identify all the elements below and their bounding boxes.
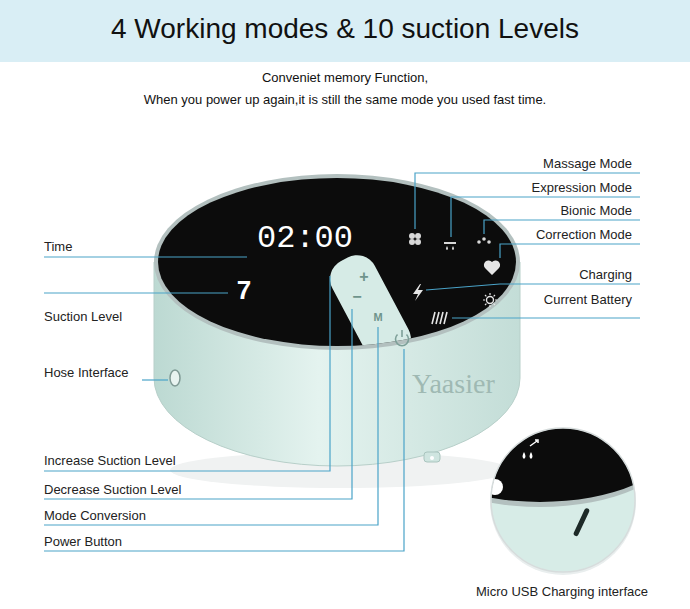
massage-icon (409, 239, 415, 245)
inset-icon (523, 452, 533, 459)
hanger-hole (430, 456, 434, 460)
usb-slot (573, 508, 590, 537)
brightness-icon (483, 293, 497, 307)
expression-icon (446, 246, 454, 250)
callout-label: Decrease Suction Level (44, 482, 181, 497)
brightness-icon (487, 297, 494, 304)
battery-icon (432, 312, 447, 324)
expression-icon (444, 242, 456, 244)
leader-line (44, 349, 404, 551)
note-text: When you power up again,it is still the … (144, 92, 546, 107)
callout-label: Correction Mode (536, 227, 632, 242)
leader-line (426, 284, 640, 290)
inset-outline (491, 428, 635, 572)
display-digits: 02:00 (257, 221, 353, 258)
callout-label: Mode Conversion (44, 508, 146, 523)
leader-line (44, 256, 247, 257)
callout-label: Current Battery (544, 292, 632, 307)
callout-label: Bionic Mode (560, 203, 632, 218)
bionic-icon (477, 240, 481, 244)
massage-icon (415, 239, 421, 245)
leader-line (44, 327, 378, 525)
callout-label: Massage Mode (543, 156, 632, 171)
note-text: Conveniet memory Function, (262, 70, 428, 85)
leader-line (44, 292, 228, 293)
top-face (158, 178, 516, 346)
button-symbol: M (373, 310, 382, 325)
top-rim (154, 174, 520, 350)
correction-icon (484, 260, 500, 275)
button-symbol: − (352, 288, 361, 306)
callout-label: Charging (579, 267, 632, 282)
callout-label: Time (44, 239, 72, 254)
brand-watermark: Yaasier (412, 368, 495, 400)
button-symbol: + (359, 268, 368, 286)
power-icon (401, 330, 403, 337)
leader-line (142, 379, 168, 380)
inset-port (487, 479, 503, 495)
massage-icon (415, 233, 421, 239)
leader-line (44, 309, 352, 499)
charging-icon (413, 284, 423, 301)
leader-line (452, 317, 640, 318)
bionic-icon (482, 237, 486, 241)
title-band (0, 0, 690, 62)
callout-label: Micro USB Charging interface (476, 584, 648, 599)
leader-line (500, 244, 640, 258)
leader-line (44, 276, 330, 471)
level-digit: 7 (237, 276, 251, 306)
hose-port (170, 370, 180, 386)
callout-label: Increase Suction Level (44, 453, 176, 468)
callout-label: Expression Mode (532, 180, 632, 195)
callout-label: Power Button (44, 534, 122, 549)
inset-icon (530, 440, 538, 446)
title-text: 4 Working modes & 10 suction Levels (111, 13, 579, 45)
callout-label: Hose Interface (44, 365, 129, 380)
callout-label: Suction Level (44, 309, 122, 324)
hanger-tab (424, 452, 440, 462)
massage-icon (409, 233, 415, 239)
bionic-icon (487, 240, 491, 244)
